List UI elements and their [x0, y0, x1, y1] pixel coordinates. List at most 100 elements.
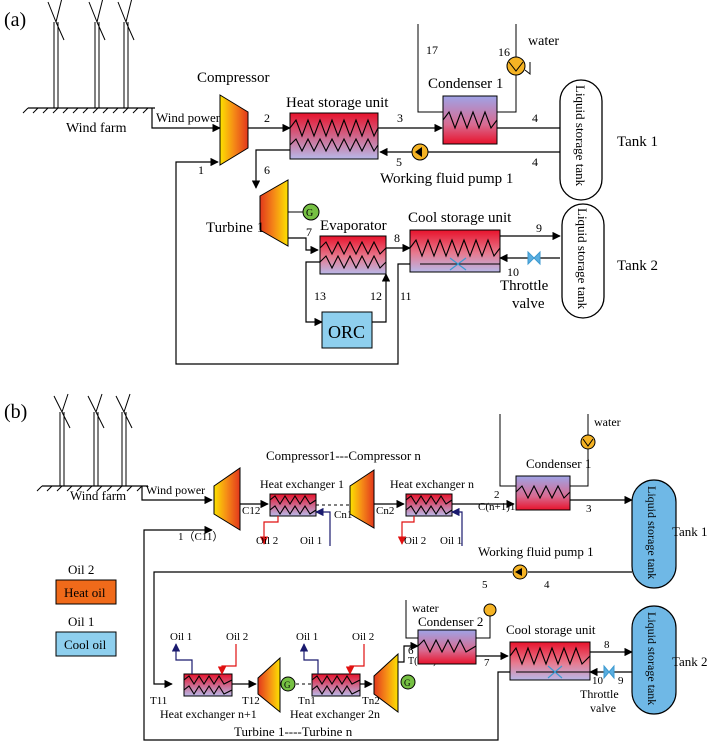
- point-4a-a: 4: [532, 111, 538, 125]
- point-16-a: 16: [498, 45, 510, 59]
- legend-oil1-label: Oil 1: [68, 614, 94, 629]
- node-t11-b: T11: [150, 695, 167, 707]
- point-11-a: 11: [400, 289, 412, 303]
- oil2-label-hxn-b: Oil 2: [404, 535, 426, 547]
- wind-power-label-a: Wind power: [156, 110, 221, 125]
- working-fluid-pump-label-a: Working fluid pump 1: [380, 171, 513, 187]
- generator-n-label-b: G: [404, 678, 411, 688]
- valve-label-a: valve: [512, 296, 545, 312]
- legend-cool-oil-label: Cool oil: [64, 637, 107, 652]
- generator-label-a: G: [306, 208, 313, 219]
- point-4b-a: 4: [532, 155, 538, 169]
- oil2-label-hx1-b: Oil 2: [256, 535, 278, 547]
- oil1-label-hx2n-b: Oil 1: [296, 631, 318, 643]
- node-c12-b: C12: [242, 505, 260, 517]
- heat-exchanger-n1-label-b: Heat exchanger n+1: [160, 707, 257, 721]
- water-label-2-b: water: [412, 601, 439, 615]
- node-8-b: 8: [604, 639, 610, 651]
- node-t12-b: T12: [242, 695, 260, 707]
- condenser-label-a: Condenser 1: [428, 76, 503, 92]
- node-c-n1-1-b: C(n+1)1: [478, 501, 515, 513]
- water-pump-2-b: [483, 603, 497, 617]
- point-8-a: 8: [394, 231, 400, 245]
- orc-label-a: ORC: [328, 322, 365, 342]
- liquid-storage-tank-2-a: [561, 203, 605, 319]
- compressor-n-b: [349, 469, 375, 529]
- condenser-2-b: [417, 629, 477, 665]
- point-3-a: 3: [397, 111, 403, 125]
- turbine-n-b: [373, 652, 399, 713]
- point-2-a: 2: [264, 111, 270, 125]
- throttle-label-a: Throttle: [500, 278, 549, 294]
- oil2-label-hxn1-b: Oil 2: [226, 631, 248, 643]
- throttle-valve-b: [603, 664, 615, 680]
- wind-farm-a: [22, 0, 155, 114]
- orc-unit-a: [321, 311, 373, 349]
- throttle-valve-a: [527, 250, 541, 266]
- cool-storage-label-a: Cool storage unit: [408, 210, 512, 226]
- node-5-b: 5: [482, 579, 488, 591]
- legend-oil2-label: Oil 2: [68, 562, 94, 577]
- point-13-a: 13: [314, 289, 326, 303]
- heat-exchanger-2n-label-b: Heat exchanger 2n: [290, 707, 380, 721]
- cool-storage-unit-b: [509, 641, 591, 681]
- node-3-b: 3: [586, 503, 592, 515]
- node-2-b: 2: [494, 489, 500, 501]
- turbine-1-a: [259, 179, 289, 247]
- generator-1-b: [280, 676, 296, 692]
- panel-b-tag: (b): [4, 401, 27, 423]
- oil1-label-hx1-b: Oil 1: [300, 535, 322, 547]
- heat-storage-unit-a: [289, 112, 379, 160]
- tank-1-label-a: Tank 1: [617, 134, 658, 150]
- liquid-storage-tank-1-a: [559, 79, 603, 201]
- water-label-a: water: [528, 34, 559, 49]
- tank-label-2-a: Liquid storage tank: [575, 208, 590, 310]
- liquid-storage-tank-1-b: [631, 479, 677, 589]
- node-6-b: 6: [408, 645, 414, 657]
- water-pump-a: [506, 56, 526, 76]
- node-9-b: 9: [618, 675, 624, 687]
- valve-label-b: valve: [590, 701, 616, 715]
- node-c11-b: 1（C11）: [178, 530, 223, 543]
- water-label-1-b: water: [594, 415, 621, 429]
- generator-1-label-b: G: [284, 680, 291, 690]
- tank-1-label-b: Tank 1: [672, 524, 708, 539]
- cool-storage-unit-a: [409, 229, 501, 273]
- heat-exchanger-1-label-b: Heat exchanger 1: [260, 477, 344, 491]
- wind-farm-label-b: Wind farm: [70, 488, 126, 503]
- point-17-a: 17: [426, 43, 438, 57]
- legend-heat-oil-label: Heat oil: [64, 585, 106, 600]
- evaporator-a: [319, 235, 387, 275]
- oil2-label-hx2n-b: Oil 2: [352, 631, 374, 643]
- evaporator-label-a: Evaporator: [320, 218, 387, 234]
- generator-n-b: [400, 674, 416, 690]
- turbine-series-label-b: Turbine 1----Turbine n: [234, 724, 353, 739]
- compressor-series-label-b: Compressor1---Compressor n: [266, 448, 421, 463]
- node-cn2-b: Cn2: [376, 505, 394, 517]
- tank-label-1-b: Liquid storage tank: [645, 486, 659, 579]
- tank-label-2-b: Liquid storage tank: [645, 612, 659, 705]
- heat-exchanger-n-b: [405, 493, 453, 517]
- node-7-b: 7: [484, 657, 490, 669]
- node-10-b: 10: [592, 675, 604, 687]
- point-6-a: 6: [264, 163, 270, 177]
- node-tn2-b: Tn2: [362, 695, 380, 707]
- tank-2-label-b: Tank 2: [672, 654, 708, 669]
- tank-label-1-a: Liquid storage tank: [573, 85, 588, 187]
- oil1-label-hxn-b: Oil 1: [440, 535, 462, 547]
- panel-a-tag: (a): [4, 9, 26, 31]
- cool-storage-label-b: Cool storage unit: [506, 622, 596, 637]
- node-cn1-b: Cn1: [334, 509, 352, 521]
- compressor-a: [219, 94, 249, 166]
- wind-farm-b: [36, 393, 148, 492]
- throttle-label-b: Throttle: [580, 687, 619, 701]
- heat-exchanger-n-label-b: Heat exchanger n: [390, 477, 474, 491]
- compressor-1-b: [213, 467, 241, 531]
- water-pump-1-b: [580, 434, 596, 450]
- point-10-a: 10: [507, 265, 519, 279]
- wind-farm-label-a: Wind farm: [66, 121, 127, 136]
- condenser-2-label-b: Condenser 2: [418, 614, 483, 629]
- turbine-label-a: Turbine 1: [206, 220, 264, 236]
- legend-heat-oil-swatch: [55, 579, 117, 605]
